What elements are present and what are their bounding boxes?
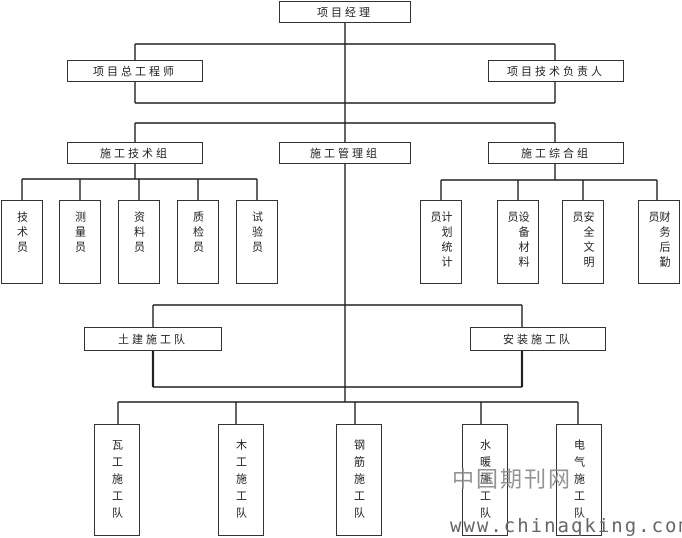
node-quality-inspector: 质检员 bbox=[177, 200, 219, 284]
node-tester: 试验员 bbox=[236, 200, 278, 284]
node-rebar-crew: 钢筋施工队 bbox=[336, 424, 382, 536]
node-chief-engineer: 项目总工程师 bbox=[67, 60, 203, 82]
node-planning-statistician: 计划统计员 bbox=[420, 200, 462, 284]
node-carpentry-crew: 木工施工队 bbox=[218, 424, 264, 536]
node-tech-lead: 项目技术负责人 bbox=[488, 60, 624, 82]
node-electrical-crew: 电气施工队 bbox=[556, 424, 602, 536]
node-safety-officer: 安全文明员 bbox=[562, 200, 604, 284]
node-installation-team: 安装施工队 bbox=[470, 327, 606, 351]
node-project-manager: 项目经理 bbox=[279, 1, 411, 23]
node-mgmt-group: 施工管理组 bbox=[279, 142, 411, 164]
node-civil-team: 土建施工队 bbox=[84, 327, 222, 351]
node-general-group: 施工综合组 bbox=[488, 142, 624, 164]
watermark-url: www.chinaqking.com bbox=[450, 515, 682, 537]
node-finance-logistics-clerk: 财务后勤员 bbox=[638, 200, 680, 284]
node-tech-group: 施工技术组 bbox=[67, 142, 203, 164]
watermark-cn: 中国期刊网 bbox=[452, 468, 573, 493]
node-masonry-crew: 瓦工施工队 bbox=[94, 424, 140, 536]
node-surveyor: 测量员 bbox=[59, 200, 101, 284]
node-technician: 技术员 bbox=[1, 200, 43, 284]
node-equipment-materials-clerk: 设备材料员 bbox=[497, 200, 539, 284]
node-documentation-clerk: 资料员 bbox=[118, 200, 160, 284]
node-plumbing-heating-crew: 水暖施工队 bbox=[462, 424, 508, 536]
